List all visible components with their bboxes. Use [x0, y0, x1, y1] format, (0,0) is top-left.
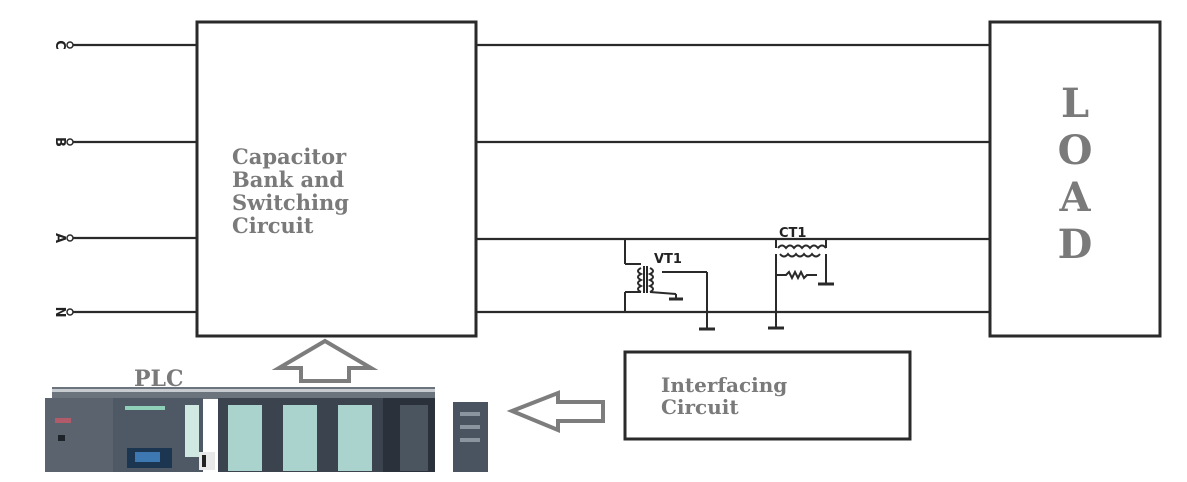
capacitor-bank-line-2: Bank and [232, 167, 344, 192]
capacitor-bank-line-3: Switching [232, 190, 349, 215]
phase-label-b: B [52, 137, 67, 147]
input-wires [73, 43, 197, 314]
phase-label-n: N [52, 307, 67, 318]
load-letter-d: D [1058, 221, 1093, 268]
arrow-left-icon [506, 390, 605, 433]
capacitor-bank-block: Capacitor Bank and Switching Circuit [195, 20, 478, 338]
output-wires [476, 43, 990, 314]
vt1-transformer-symbol [624, 239, 715, 331]
interfacing-circuit-box [623, 350, 912, 441]
phase-labels: C B A N [52, 40, 67, 317]
ct1-label: CT1 [779, 226, 806, 241]
load-letter-l: L [1061, 80, 1089, 127]
vt1-label: VT1 [654, 252, 682, 267]
load-letter-o: O [1058, 127, 1093, 174]
interfacing-circuit-line-2: Circuit [661, 395, 739, 419]
load-letter-a: A [1058, 174, 1091, 221]
load-box [988, 20, 1162, 338]
capacitor-bank-line-1: Capacitor [232, 144, 347, 169]
ct1-transformer-symbol [768, 239, 834, 330]
capacitor-bank-line-4: Circuit [232, 213, 314, 238]
phase-label-a: A [52, 233, 67, 243]
phase-label-c: C [52, 40, 67, 50]
plc-hardware-image [45, 387, 488, 472]
load-block: L O A D [988, 20, 1162, 338]
input-terminals [66, 41, 74, 316]
interfacing-circuit-block: Interfacing Circuit [623, 350, 912, 441]
capacitor-bank-box [195, 20, 478, 338]
arrow-up-icon [271, 338, 379, 383]
interfacing-circuit-line-1: Interfacing [661, 373, 787, 397]
